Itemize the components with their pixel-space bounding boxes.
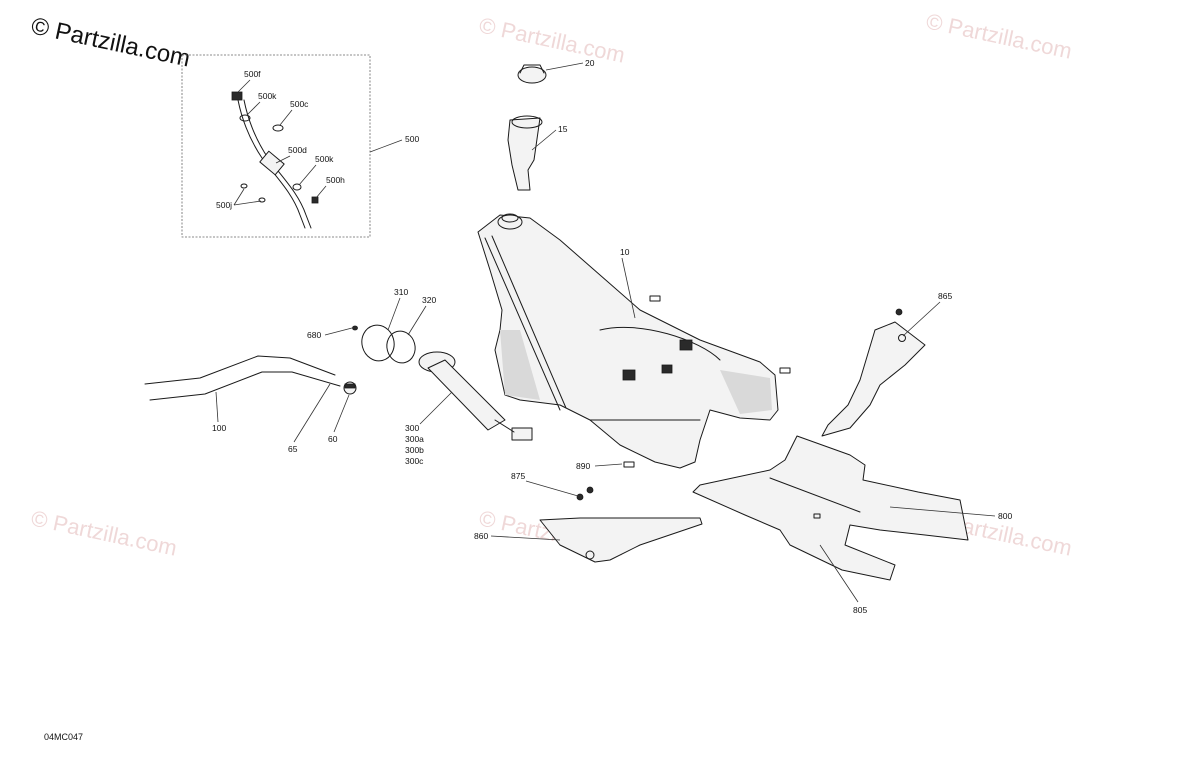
callout-860: 860 — [474, 531, 488, 541]
fuel-cap — [517, 66, 547, 84]
mat-hole — [813, 513, 821, 519]
lock-ring — [361, 324, 395, 362]
tank-body — [477, 214, 779, 469]
insulation-mats: 800 805 — [692, 435, 1012, 615]
callout-500c: 500c — [290, 99, 309, 109]
callout-15: 15 — [558, 124, 568, 134]
tank-rail — [484, 237, 561, 411]
callout-500: 500 — [405, 134, 419, 144]
hose-kit-500: 500f 500k 500c 500d 500k 500h 500j 500 — [181, 54, 419, 238]
callout-680: 680 — [307, 330, 321, 340]
connector-top — [231, 91, 243, 101]
fuel-tank: 10 — [477, 213, 791, 469]
callout-500f: 500f — [244, 69, 261, 79]
pump-body — [427, 359, 506, 431]
watermark-main: © Partzilla.com — [29, 12, 193, 72]
filler-cap-assembly: 20 15 — [507, 58, 595, 191]
fuel-cap-top — [519, 64, 545, 74]
callout-300c: 300c — [405, 456, 424, 466]
callout-890: 890 — [576, 461, 590, 471]
clamp — [292, 183, 302, 191]
callout-500k: 500k — [258, 91, 277, 101]
filler-neck-collar — [511, 115, 543, 129]
callout-300: 300 — [405, 423, 419, 433]
heat-shield-865: 865 — [821, 291, 952, 437]
tank-tab — [649, 295, 661, 302]
shield-hole — [898, 334, 906, 342]
callout-300a: 300a — [405, 434, 424, 444]
diagram-code: 04MC047 — [44, 732, 83, 742]
callout-865: 865 — [938, 291, 952, 301]
mat — [692, 435, 969, 581]
fuel-line-lower — [149, 371, 341, 401]
fuel-line: 100 65 60 — [144, 355, 357, 454]
push-rivet — [576, 493, 584, 501]
plug — [623, 461, 635, 468]
pump-sender — [511, 427, 533, 441]
callout-500d: 500d — [288, 145, 307, 155]
callout-500k: 500k — [315, 154, 334, 164]
fuel-pump: 300 300a 300b 300c — [405, 351, 533, 466]
tank-tab — [779, 367, 791, 374]
watermark-faint: © Partzilla.com — [924, 8, 1074, 63]
filler-neck — [507, 117, 541, 191]
pump-wire — [494, 419, 515, 433]
tank-clip — [622, 369, 636, 381]
callout-300b: 300b — [405, 445, 424, 455]
callout-20: 20 — [585, 58, 595, 68]
tank-neck-ring — [501, 213, 519, 223]
tank-seam — [599, 326, 721, 361]
callout-800: 800 — [998, 511, 1012, 521]
callout-320: 320 — [422, 295, 436, 305]
callout-805: 805 — [853, 605, 867, 615]
mat-seam — [769, 477, 861, 513]
fitting — [240, 183, 248, 189]
tank-clip — [679, 339, 693, 351]
fuel-line-upper — [144, 355, 336, 385]
callout-65: 65 — [288, 444, 298, 454]
seals: 310 320 680 — [307, 287, 436, 364]
clamp — [272, 124, 284, 132]
callout-500h: 500h — [326, 175, 345, 185]
watermark-faint: © Partzilla.com — [477, 12, 627, 67]
tank-clip — [661, 364, 673, 374]
heat-shield-860: 875 860 — [474, 471, 703, 563]
heat-shield-right — [821, 321, 926, 437]
o-ring — [386, 330, 416, 364]
fuel-fitting-collar — [344, 383, 356, 389]
callout-10: 10 — [620, 247, 630, 257]
clamp — [239, 114, 251, 122]
callout-500j: 500j — [216, 200, 232, 210]
tank-rail — [491, 235, 567, 409]
fitting — [258, 197, 266, 203]
heat-shield-left — [539, 517, 703, 563]
watermark-faint: © Partzilla.com — [29, 505, 179, 560]
callout-60: 60 — [328, 434, 338, 444]
clip — [352, 325, 358, 331]
plug-890: 890 — [576, 461, 635, 471]
push-rivet — [895, 308, 903, 316]
shield-hole — [585, 550, 595, 560]
connector-bottom — [311, 196, 319, 204]
callout-310: 310 — [394, 287, 408, 297]
sleeve — [259, 150, 285, 176]
callout-875: 875 — [511, 471, 525, 481]
hose — [237, 99, 306, 229]
callout-100: 100 — [212, 423, 226, 433]
inset-frame — [181, 54, 371, 238]
push-rivet — [586, 486, 594, 494]
